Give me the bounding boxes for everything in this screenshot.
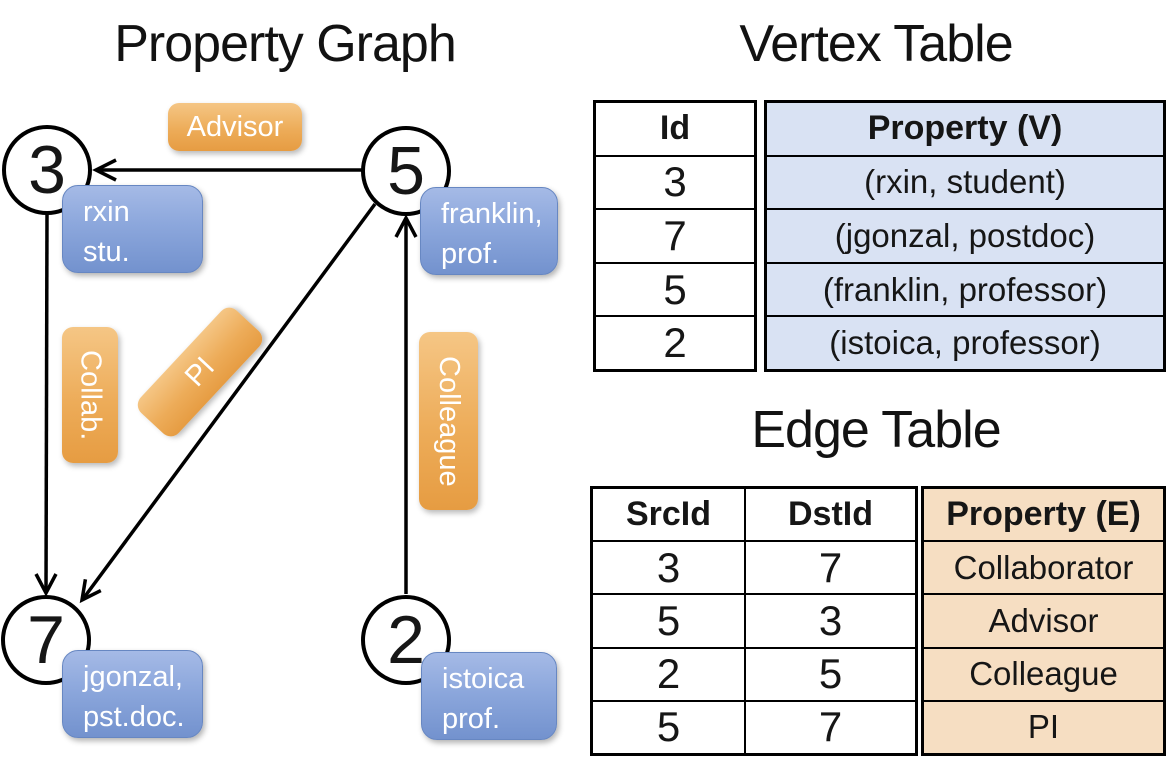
property-line: rxin [83, 196, 130, 228]
vertex-id-cell: 2 [596, 315, 754, 369]
property-line: stu. [83, 236, 130, 268]
edge-table-dstid-header: DstId [788, 495, 873, 534]
edge-5-7-arrowhead-icon [79, 579, 102, 604]
vertex-property-cell: (rxin, student) [767, 154, 1163, 209]
node-id-label: 5 [387, 133, 425, 209]
edge-srcid-cell: 3 [593, 540, 744, 593]
edge-property-cell: PI [924, 699, 1163, 754]
node-id-label: 3 [28, 132, 66, 208]
edge-property-cell: Advisor [924, 593, 1163, 647]
vertex-table-property-header: Property (V) [767, 103, 1163, 155]
edge-table-id-columns: SrcId 3 5 2 5 DstId 7 3 5 7 [590, 486, 918, 756]
edge-3-7-line [44, 212, 49, 593]
node-id-label: 2 [387, 602, 425, 678]
edge-dstid-cell: 3 [746, 593, 915, 646]
edge-3-7-arrowhead-icon [34, 573, 58, 597]
vertex-table-id-header: Id [659, 109, 691, 148]
property-line: jgonzal, [83, 661, 183, 693]
edge-srcid-cell: 5 [593, 699, 744, 753]
vertex-property-box-5: franklin, prof. [420, 187, 558, 275]
edge-srcid-cell: 5 [593, 593, 744, 646]
edge-property-cell: Colleague [924, 646, 1163, 700]
property-line: prof. [441, 238, 500, 270]
edge-property-cell: Collaborator [924, 540, 1163, 594]
property-line: pst.doc. [83, 701, 185, 733]
vertex-id-cell: 3 [596, 154, 754, 209]
node-id-label: 7 [27, 602, 65, 678]
edge-label-collab: Collab. [62, 327, 118, 463]
graph-node-3: 3 [2, 125, 92, 215]
edge-dstid-cell: 7 [746, 699, 915, 753]
edge-table-dstid-column: DstId 7 3 5 7 [744, 489, 915, 753]
vertex-property-cell: (jgonzal, postdoc) [767, 208, 1163, 262]
property-line: franklin, [441, 198, 543, 230]
vertex-property-box-3: rxin stu. [62, 185, 203, 273]
edge-2-5-arrowhead-icon [394, 214, 418, 238]
vertex-table-id-column: Id 3 7 5 2 [593, 100, 757, 372]
edge-table-srcid-header: SrcId [625, 495, 712, 534]
vertex-property-box-2: istoica prof. [421, 652, 557, 740]
vertex-property-box-7: jgonzal, pst.doc. [62, 650, 203, 738]
edge-table-property-header: Property (E) [924, 489, 1163, 541]
vertex-id-cell: 7 [596, 208, 754, 262]
edge-dstid-cell: 5 [746, 646, 915, 700]
edge-srcid-cell: 2 [593, 646, 744, 700]
property-line: istoica [442, 663, 525, 695]
graph-node-7: 7 [1, 595, 91, 685]
edge-dstid-cell: 7 [746, 540, 915, 593]
vertex-table-title: Vertex Table [739, 15, 1013, 73]
edge-5-3-arrowhead-icon [92, 158, 117, 182]
edge-table-title: Edge Table [751, 401, 1001, 459]
vertex-table-property-column: Property (V) (rxin, student) (jgonzal, p… [764, 100, 1166, 372]
property-graph-title: Property Graph [114, 15, 457, 73]
edge-label-colleague: Colleague [419, 332, 478, 510]
property-line: prof. [442, 703, 501, 735]
vertex-id-cell: 5 [596, 261, 754, 316]
vertex-property-cell: (franklin, professor) [767, 261, 1163, 316]
edge-table-property-column: Property (E) Collaborator Advisor Collea… [921, 486, 1166, 756]
edge-table-srcid-column: SrcId 3 5 2 5 [593, 489, 744, 753]
edge-label-pi: PI [133, 303, 267, 441]
edge-label-advisor: Advisor [168, 103, 302, 151]
vertex-property-cell: (istoica, professor) [767, 315, 1163, 369]
